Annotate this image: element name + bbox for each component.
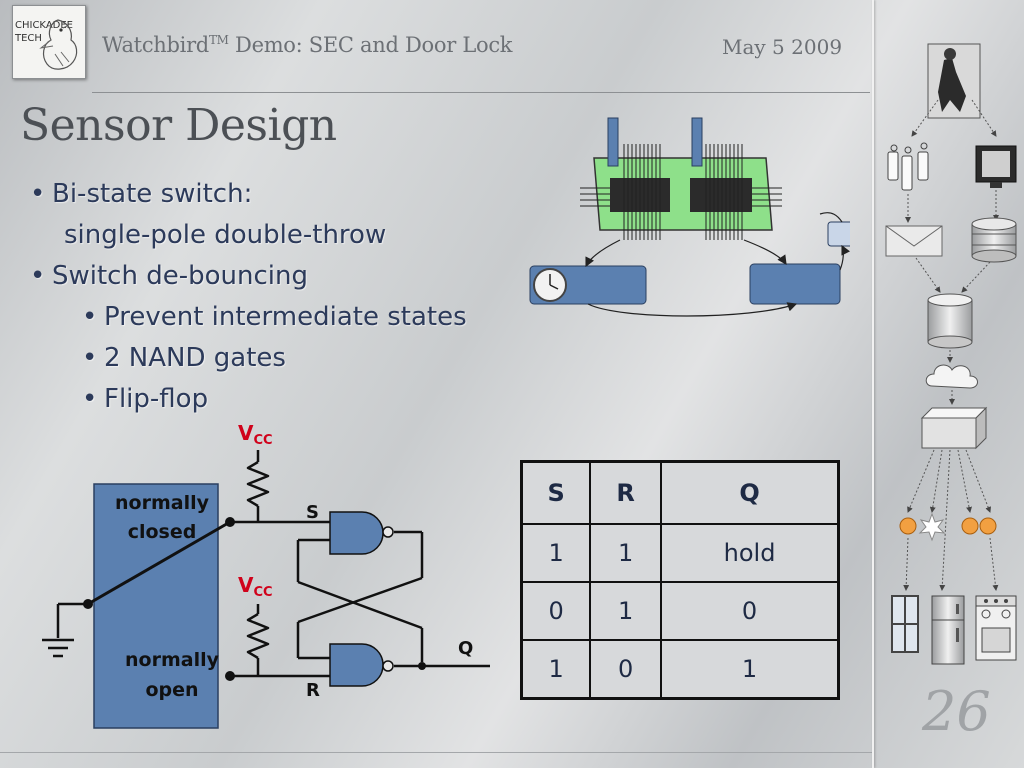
footer-divider bbox=[0, 752, 872, 753]
label-r: R bbox=[306, 680, 320, 701]
bullet-subitem: •2 NAND gates bbox=[82, 343, 286, 373]
truth-cell: 0 bbox=[589, 638, 663, 700]
rfid-tags-icon bbox=[887, 142, 929, 191]
truth-table: S R Q 1 1 hold 0 1 0 1 0 1 bbox=[520, 460, 840, 700]
label-normally-closed-2: closed bbox=[128, 521, 197, 543]
bullet-subitem: •Prevent intermediate states bbox=[82, 302, 467, 332]
truth-cell: 1 bbox=[660, 638, 840, 700]
presentation-title: WatchbirdTM Demo: SEC and Door Lock bbox=[102, 33, 513, 57]
vcc-mid-label: VCC bbox=[238, 573, 273, 600]
presentation-date: May 5 2009 bbox=[722, 35, 843, 59]
label-normally-open-1: normally bbox=[125, 649, 220, 671]
hardware-diagram bbox=[529, 117, 850, 317]
bird-sketch-icon bbox=[39, 19, 78, 70]
truth-cell: 1 bbox=[520, 638, 592, 700]
truth-header-s: S bbox=[520, 460, 592, 525]
truth-cell: hold bbox=[660, 523, 840, 583]
chip-pins bbox=[580, 144, 782, 240]
bullet-item: •Switch de-bouncing bbox=[30, 261, 308, 291]
page-number: 26 bbox=[922, 680, 991, 743]
table-row: 1 1 hold bbox=[520, 523, 840, 583]
truth-cell: 1 bbox=[589, 523, 663, 583]
window-icon bbox=[891, 595, 919, 653]
ground-symbol bbox=[42, 602, 88, 658]
debounce-circuit: normally closed normally open bbox=[42, 421, 490, 729]
table-row: 1 0 1 bbox=[520, 638, 840, 700]
label-q: Q bbox=[458, 638, 473, 659]
sensor-module bbox=[749, 263, 841, 305]
vcc-top-label: VCC bbox=[238, 421, 273, 448]
label-s: S bbox=[306, 502, 319, 523]
bullet-list: •Bi-state switch: single-pole double-thr… bbox=[30, 174, 467, 420]
switch-throw bbox=[87, 520, 231, 606]
sensor-small-box bbox=[827, 221, 850, 247]
stove-icon bbox=[975, 595, 1017, 661]
table-row: 0 1 0 bbox=[520, 580, 840, 641]
bullet-subitem: •Flip-flop bbox=[82, 384, 209, 414]
sidebar-divider bbox=[872, 0, 874, 768]
refrigerator-icon bbox=[931, 595, 965, 665]
truth-header-q: Q bbox=[660, 460, 840, 525]
label-normally-open-2: open bbox=[145, 679, 198, 701]
truth-cell: 1 bbox=[589, 580, 663, 641]
truth-header-r: R bbox=[589, 460, 663, 525]
sensor-node-icon bbox=[961, 517, 979, 535]
antenna-left bbox=[607, 117, 619, 167]
gateway-box-icon bbox=[920, 406, 988, 450]
chickadee-tech-logo: CHICKADEE TECH bbox=[12, 5, 86, 79]
chip-right bbox=[690, 178, 752, 212]
nand-gate-bottom bbox=[329, 643, 384, 687]
sensor-node-icon bbox=[899, 517, 917, 535]
switch-box bbox=[93, 483, 219, 729]
header-divider bbox=[92, 92, 870, 93]
nand-gate-top bbox=[329, 511, 384, 555]
cloud-icon bbox=[925, 364, 978, 389]
bullet-continuation: single-pole double-throw bbox=[64, 220, 387, 250]
envelope-icon bbox=[885, 225, 943, 257]
truth-cell: 0 bbox=[520, 580, 592, 641]
slide-title: Sensor Design bbox=[20, 100, 337, 151]
label-normally-closed-1: normally bbox=[115, 492, 210, 514]
bullet-item: •Bi-state switch: bbox=[30, 179, 253, 209]
antenna-right bbox=[691, 117, 703, 167]
sensor-node-icon bbox=[979, 517, 997, 535]
monitor-icon bbox=[975, 145, 1017, 188]
spark-icon bbox=[918, 512, 946, 542]
database-stack-icon bbox=[971, 217, 1017, 263]
sidebar-architecture-illustration bbox=[885, 43, 1017, 665]
logo-text-tech: TECH bbox=[15, 33, 42, 44]
truth-cell: 0 bbox=[660, 580, 840, 641]
server-cylinder-icon bbox=[927, 293, 973, 349]
logo-text-chickadee: CHICKADEE bbox=[15, 20, 73, 31]
truth-cell: 1 bbox=[520, 523, 592, 583]
